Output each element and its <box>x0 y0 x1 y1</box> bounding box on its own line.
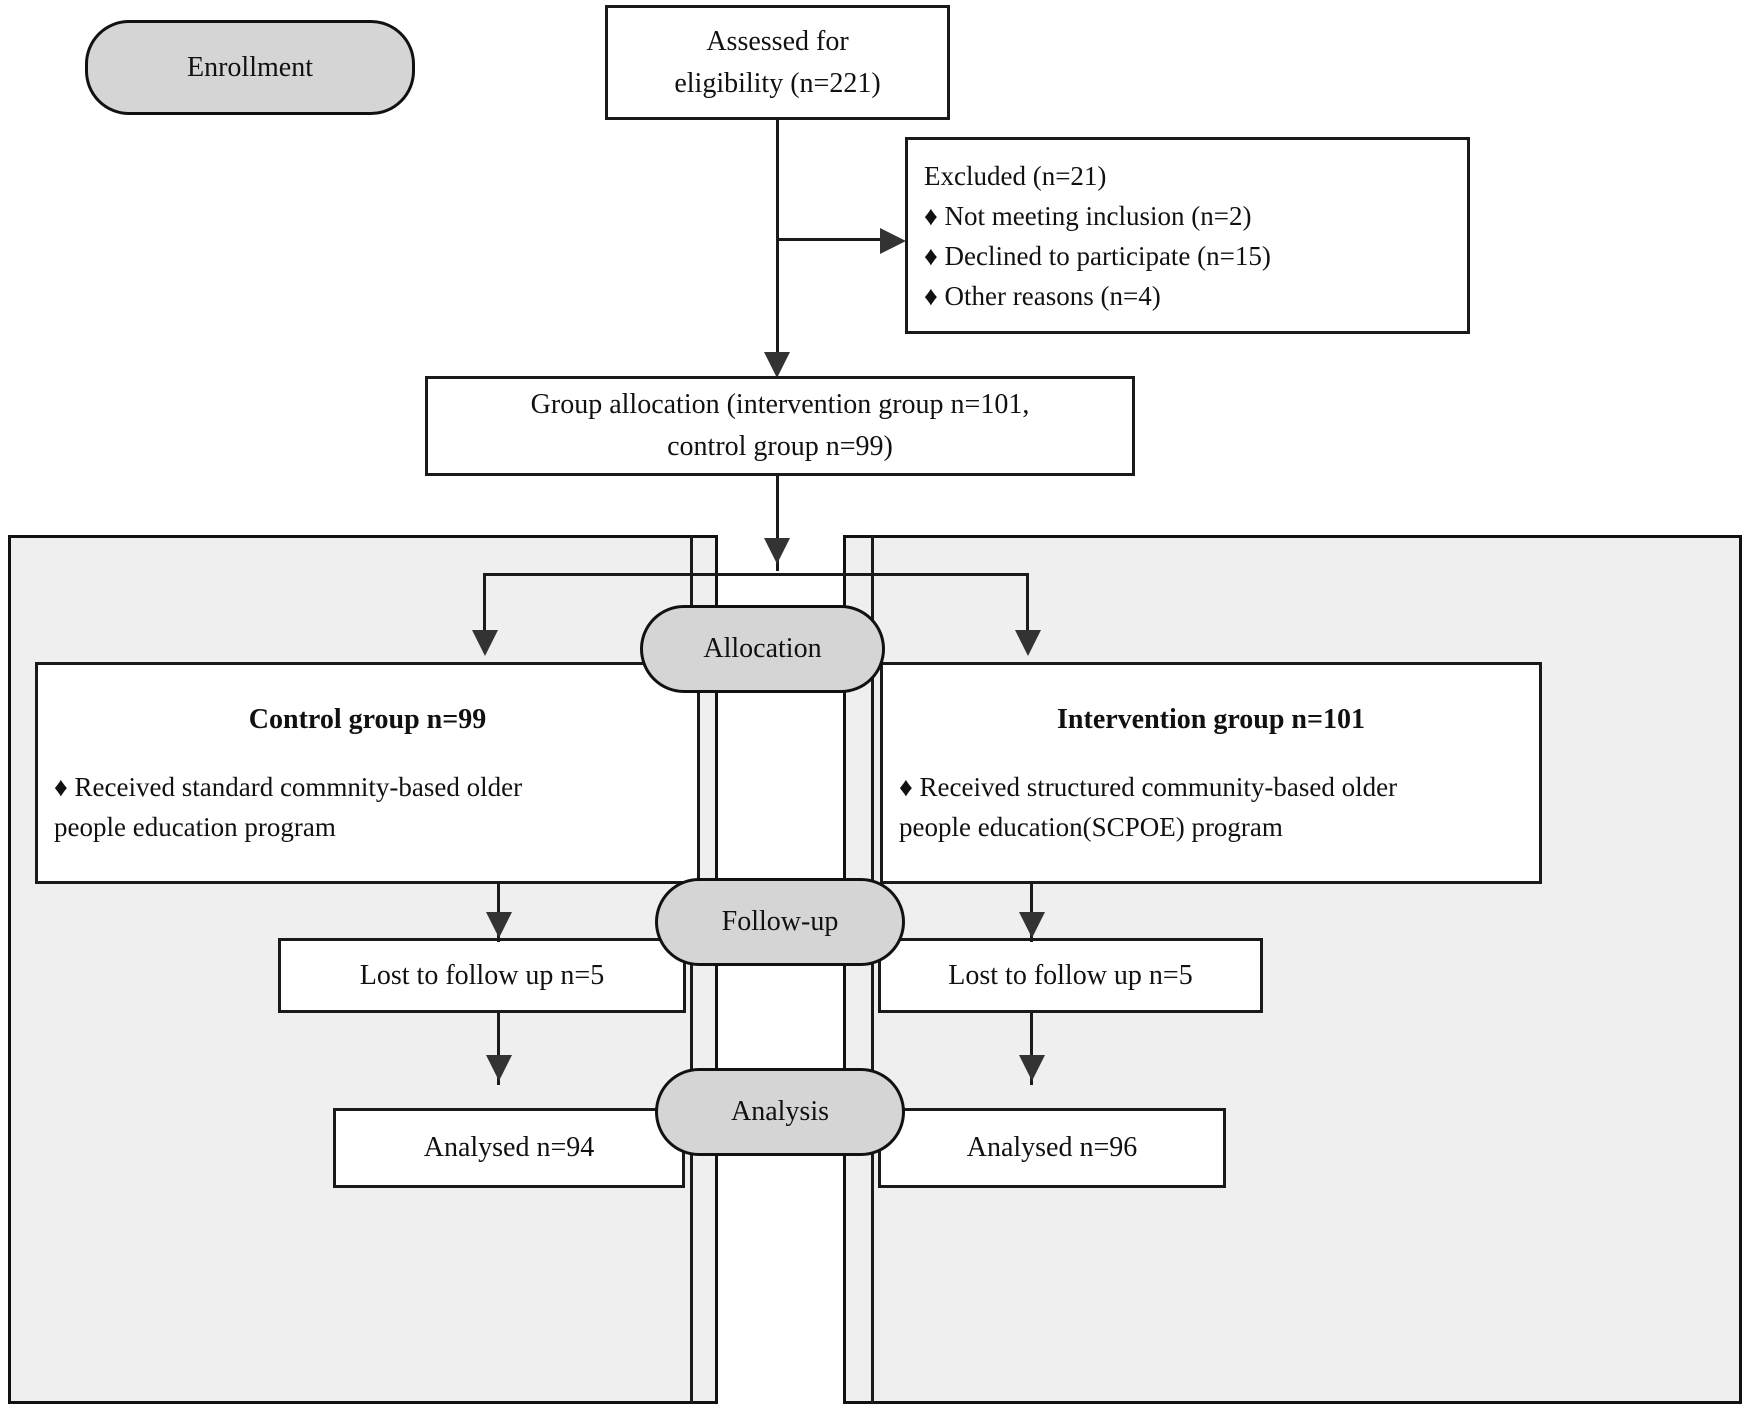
intervention-bullet-icon: ♦ <box>899 772 913 802</box>
intervention-detail-text-1: Received structured community-based olde… <box>919 772 1398 802</box>
stage-label-followup: Follow-up <box>721 906 839 937</box>
connector-to-excluded <box>776 238 884 241</box>
assessed-line-1: Assessed for <box>706 25 849 57</box>
node-control-group: Control group n=99 ♦ Received standard c… <box>35 662 700 884</box>
stage-pill-allocation: Allocation <box>640 605 885 693</box>
stage-pill-analysis: Analysis <box>655 1068 905 1156</box>
excluded-reason-2: ♦ Declined to participate (n=15) <box>924 236 1453 276</box>
connector-split-left <box>483 573 486 643</box>
spine-rail-right <box>871 535 874 1404</box>
lost-intervention-text: Lost to follow up n=5 <box>948 959 1193 991</box>
analysed-control-text: Analysed n=94 <box>423 1132 595 1163</box>
arrowhead-to-control-group <box>472 630 498 656</box>
excluded-reason-2-text: Declined to participate (n=15) <box>944 240 1271 271</box>
connector-split-right <box>1026 573 1029 643</box>
intervention-detail-line-1: ♦ Received structured community-based ol… <box>899 767 1525 807</box>
group-allocation-line-2: control group n=99) <box>667 431 893 462</box>
excluded-bullet-3-icon: ♦ <box>924 280 938 311</box>
node-group-allocation: Group allocation (intervention group n=1… <box>425 376 1135 476</box>
excluded-reason-1: ♦ Not meeting inclusion (n=2) <box>924 196 1453 236</box>
node-lost-control: Lost to follow up n=5 <box>278 938 686 1013</box>
intervention-group-title: Intervention group n=101 <box>1057 704 1365 735</box>
stage-label-analysis: Analysis <box>731 1096 829 1127</box>
intervention-detail-line-2: people education(SCPOE) program <box>899 812 1283 842</box>
arrowhead-lost-control-to-analysed <box>486 1055 512 1081</box>
excluded-bullet-2-icon: ♦ <box>924 240 938 271</box>
node-intervention-group: Intervention group n=101 ♦ Received stru… <box>880 662 1542 884</box>
lost-control-text: Lost to follow up n=5 <box>359 959 605 991</box>
excluded-reason-3: ♦ Other reasons (n=4) <box>924 276 1453 316</box>
arrowhead-to-intervention-group <box>1015 630 1041 656</box>
arrowhead-intervention-to-lost <box>1019 912 1045 938</box>
node-analysed-intervention: Analysed n=96 <box>878 1108 1226 1188</box>
connector-assessed-to-allocation <box>776 120 779 365</box>
spine-rail-left <box>690 535 693 1404</box>
assessed-text: Assessed for eligibility (n=221) <box>658 21 896 105</box>
node-analysed-control: Analysed n=94 <box>333 1108 685 1188</box>
arrowhead-to-group-allocation <box>764 352 790 378</box>
excluded-bullet-1-icon: ♦ <box>924 200 938 231</box>
excluded-content: Excluded (n=21) ♦ Not meeting inclusion … <box>908 156 1467 316</box>
stage-label-allocation: Allocation <box>703 633 822 664</box>
control-group-title-wrap: Control group n=99 <box>38 699 697 741</box>
analysed-intervention-text: Analysed n=96 <box>966 1132 1138 1163</box>
control-bullet-icon: ♦ <box>54 772 68 802</box>
intervention-group-title-wrap: Intervention group n=101 <box>883 699 1539 741</box>
connector-split-bus <box>483 573 1029 576</box>
group-allocation-text: Group allocation (intervention group n=1… <box>515 384 1046 468</box>
arrowhead-lost-intervention-to-analysed <box>1019 1055 1045 1081</box>
excluded-heading: Excluded (n=21) <box>924 160 1107 191</box>
node-excluded: Excluded (n=21) ♦ Not meeting inclusion … <box>905 137 1470 334</box>
connector-lost-intervention-to-analysed <box>1030 1013 1033 1085</box>
control-detail-text-1: Received standard commnity-based older <box>74 772 523 802</box>
stage-pill-enrollment: Enrollment <box>85 20 415 115</box>
connector-lost-control-to-analysed <box>497 1013 500 1085</box>
group-allocation-line-1: Group allocation (intervention group n=1… <box>530 389 1030 420</box>
connector-allocation-stem <box>776 476 779 571</box>
control-detail-line-2: people education program <box>54 812 336 842</box>
node-assessed-for-eligibility: Assessed for eligibility (n=221) <box>605 5 950 120</box>
control-group-details: ♦ Received standard commnity-based older… <box>38 767 697 847</box>
stage-pill-followup: Follow-up <box>655 878 905 966</box>
arrowhead-to-excluded <box>880 228 906 254</box>
assessed-line-2: eligibility (n=221) <box>674 67 881 99</box>
intervention-group-details: ♦ Received structured community-based ol… <box>883 767 1539 847</box>
control-group-title: Control group n=99 <box>248 704 487 735</box>
arrowhead-allocation-stem <box>764 538 790 564</box>
stage-label-enrollment: Enrollment <box>187 51 313 83</box>
arrowhead-control-to-lost <box>486 912 512 938</box>
excluded-reason-3-text: Other reasons (n=4) <box>944 280 1161 311</box>
node-lost-intervention: Lost to follow up n=5 <box>878 938 1263 1013</box>
control-detail-line-1: ♦ Received standard commnity-based older <box>54 767 683 807</box>
excluded-reason-1-text: Not meeting inclusion (n=2) <box>944 200 1252 231</box>
